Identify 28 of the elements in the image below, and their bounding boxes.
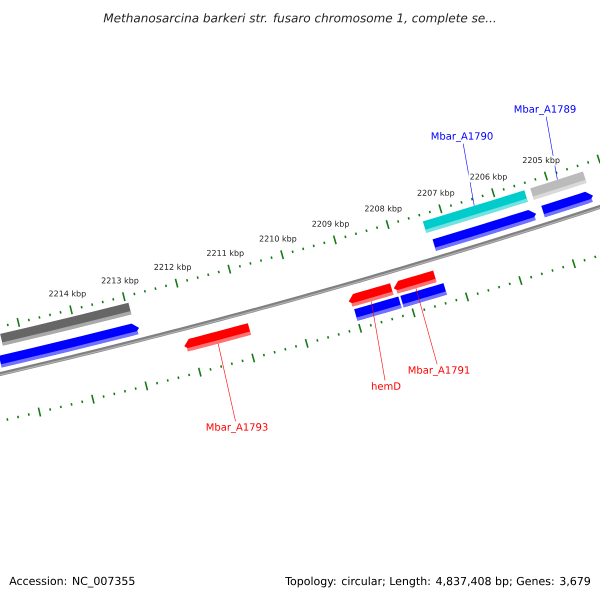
leader-line xyxy=(462,143,475,206)
scale-label: 2212 kbp xyxy=(152,262,192,272)
scale-label: 2214 kbp xyxy=(48,289,88,300)
scale-label: 2206 kbp xyxy=(468,172,508,182)
scale-label: 2207 kbp xyxy=(416,188,456,198)
gene-label: Mbar_A1790 xyxy=(432,132,493,142)
scale-label: 2210 kbp xyxy=(258,234,298,244)
leader-line xyxy=(370,301,386,381)
gene-feature xyxy=(541,192,593,218)
gene-feature xyxy=(354,296,402,321)
footer-text: Accession: NC_007355 xyxy=(9,576,134,588)
title: Methanosarcina barkeri str. fusaro chromosome 1, complete se... xyxy=(104,13,496,25)
scale-label: 2211 kbp xyxy=(205,248,246,259)
leader-line xyxy=(218,343,236,422)
gene-feature xyxy=(0,324,140,368)
gene-label: Mbar_A1789 xyxy=(514,105,576,115)
scale-label: 2208 kbp xyxy=(363,204,404,214)
leader-line xyxy=(416,288,438,365)
gene-feature xyxy=(400,283,447,308)
gene-label: Mbar_A1791 xyxy=(408,366,470,376)
gene-label: Mbar_A1793 xyxy=(206,423,268,433)
gene-feature xyxy=(432,210,536,251)
gene-label: hemD xyxy=(372,382,400,390)
gene-feature xyxy=(184,323,251,352)
scale-label: 2209 kbp xyxy=(310,220,350,230)
scale-label: 2205 kbp xyxy=(521,156,561,166)
scale-label: 2213 kbp xyxy=(100,276,140,286)
footer-text: Topology: circular; Length: 4,837,408 bp; Genes: 3,679 xyxy=(285,576,590,588)
